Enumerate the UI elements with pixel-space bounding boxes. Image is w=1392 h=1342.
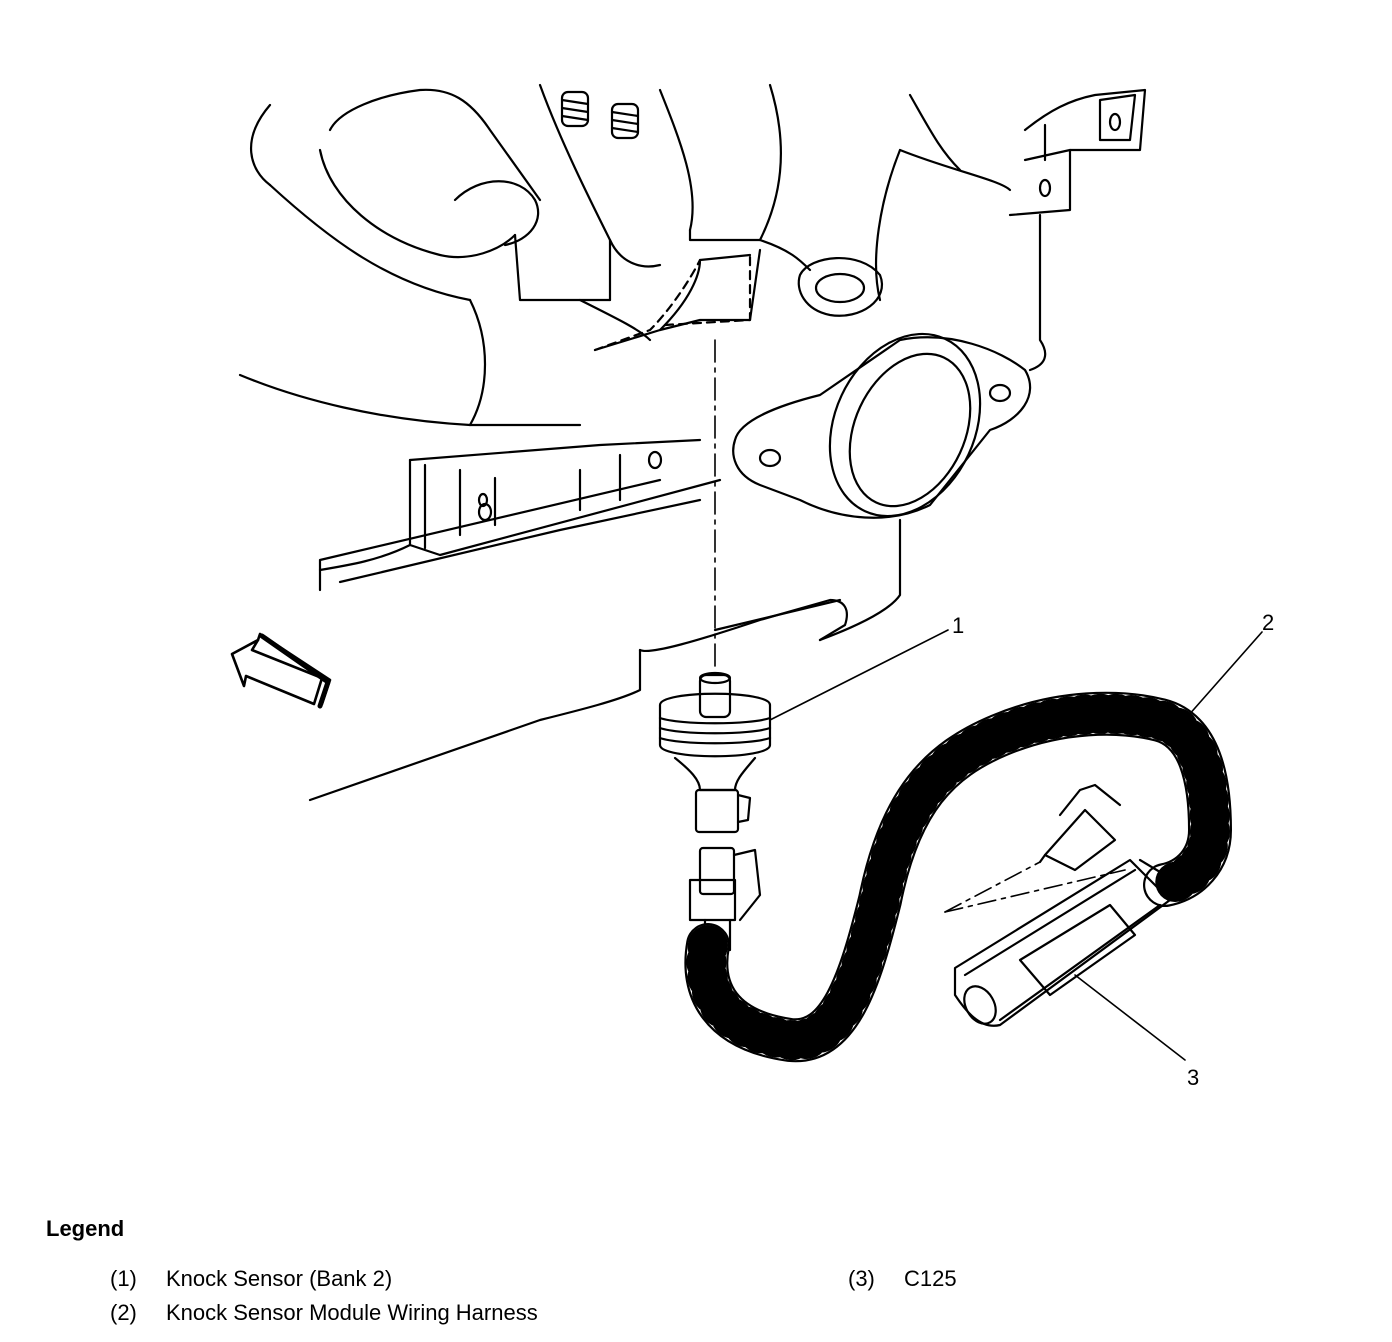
legend-item-number: (3)	[848, 1266, 875, 1291]
manifold-studs	[560, 90, 640, 140]
legend-title: Legend	[46, 1216, 125, 1241]
sensor-mount-boss-hidden	[593, 253, 752, 352]
terminal-exploded	[944, 783, 1126, 913]
knock-sensor-diagram: 1 2 3	[230, 83, 1274, 1090]
legend-item-number: (1)	[110, 1266, 137, 1291]
legend: Legend (1) Knock Sensor (Bank 2) (2) Knock…	[0, 1200, 1392, 1342]
legend-item-label: Knock Sensor (Bank 2)	[166, 1266, 393, 1291]
legend-item-1: (1) Knock Sensor (Bank 2)	[110, 1266, 392, 1292]
leader-line-1	[769, 629, 949, 721]
legend-item-label: Knock Sensor Module Wiring Harness	[166, 1300, 538, 1325]
legend-item-3: (3) C125	[848, 1266, 957, 1292]
direction-arrow	[230, 632, 332, 709]
leader-lines	[769, 629, 1263, 1061]
bracket	[1008, 88, 1147, 372]
leader-line-3	[1074, 974, 1186, 1061]
legend-item-2: (2) Knock Sensor Module Wiring Harness	[110, 1300, 538, 1326]
legend-item-label: C125	[904, 1266, 957, 1291]
legend-item-number: (2)	[110, 1300, 137, 1325]
exhaust-outlet-flange	[732, 256, 1032, 519]
connector-c125	[953, 858, 1172, 1027]
engine-block	[308, 438, 902, 802]
callout-1: 1	[952, 613, 964, 638]
callout-3: 3	[1187, 1065, 1199, 1090]
wiring-harness	[684, 691, 1232, 1063]
exhaust-manifold	[238, 83, 1012, 427]
knock-sensor	[658, 671, 772, 834]
callout-2: 2	[1262, 610, 1274, 635]
leader-line-2	[1179, 631, 1263, 726]
